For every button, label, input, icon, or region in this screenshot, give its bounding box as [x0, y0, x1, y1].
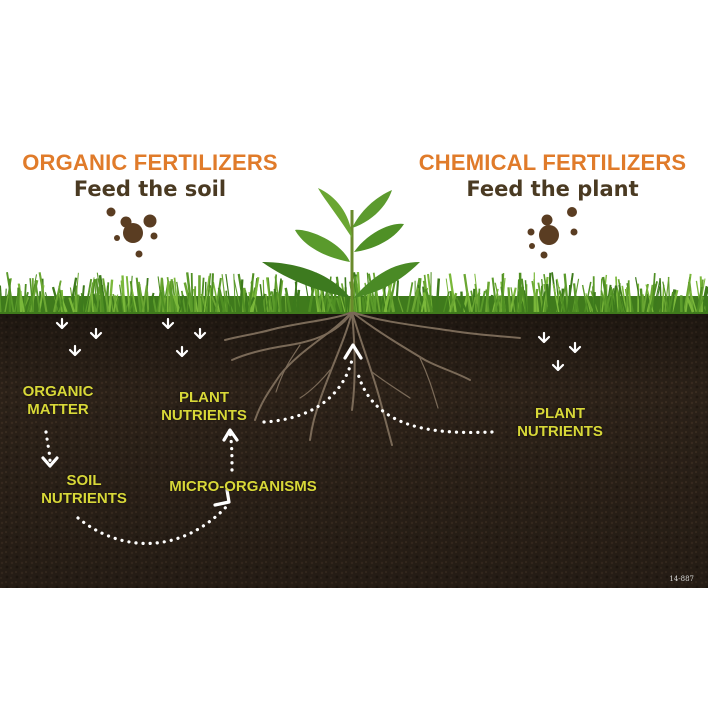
grass-blade [226, 291, 227, 312]
label-plant-nutrients-left-line2: NUTRIENTS [148, 407, 260, 425]
label-plant-nutrients-right-line2: NUTRIENTS [504, 423, 616, 441]
label-organic-matter-line1: ORGANIC [18, 383, 98, 401]
grass-blade [18, 288, 19, 312]
grass-blade [479, 289, 480, 312]
chemical-heading: CHEMICAL FERTILIZERS Feed the plant [415, 150, 690, 202]
grass-blade [594, 292, 595, 312]
fertilizer-granules-icon [528, 207, 578, 259]
label-plant-nutrients-left: PLANT NUTRIENTS [148, 389, 260, 425]
label-micro-organisms: MICRO-ORGANISMS [148, 478, 338, 496]
product-code: 14-887 [669, 575, 694, 583]
grass [0, 272, 708, 314]
label-organic-matter-line2: MATTER [18, 401, 98, 419]
chemical-title: CHEMICAL FERTILIZERS [415, 150, 690, 176]
label-plant-nutrients-left-line1: PLANT [148, 389, 260, 407]
grass-blade [461, 292, 462, 312]
label-soil-nutrients: SOIL NUTRIENTS [28, 472, 140, 508]
label-soil-nutrients-line1: SOIL [28, 472, 140, 490]
grass-blade [476, 291, 477, 312]
organic-heading: ORGANIC FERTILIZERS Feed the soil [20, 150, 280, 202]
grass-blade [280, 293, 281, 312]
grass-blade [706, 292, 707, 312]
label-soil-nutrients-line2: NUTRIENTS [28, 490, 140, 508]
organic-title: ORGANIC FERTILIZERS [20, 150, 280, 176]
label-micro-organisms-text: MICRO-ORGANISMS [148, 478, 338, 496]
fertilizer-granules-icon [107, 208, 158, 258]
grass-blade [147, 292, 148, 312]
organic-subtitle: Feed the soil [20, 176, 280, 202]
label-plant-nutrients-right: PLANT NUTRIENTS [504, 405, 616, 441]
grass-blade [509, 287, 511, 312]
chemical-subtitle: Feed the plant [415, 176, 690, 202]
label-organic-matter: ORGANIC MATTER [18, 383, 98, 419]
label-plant-nutrients-right-line1: PLANT [504, 405, 616, 423]
